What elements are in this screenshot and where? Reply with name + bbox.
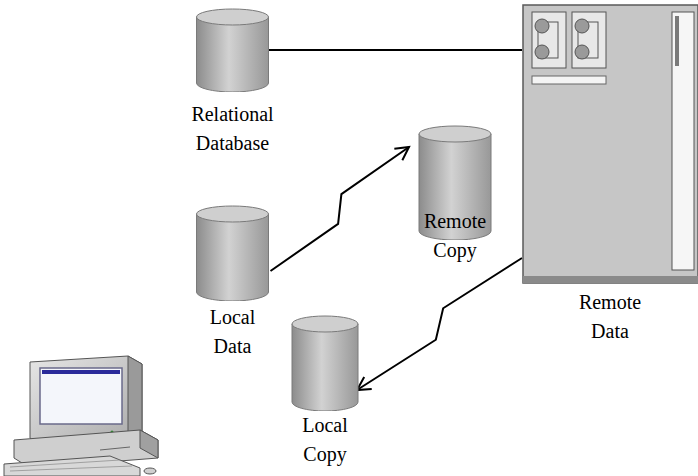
connector-path: [271, 147, 410, 271]
database-cylinder: Remote Copy: [405, 125, 505, 265]
cylinder-body: [197, 214, 269, 301]
cylinder-top: [419, 126, 491, 142]
drive-reel: [535, 19, 549, 33]
connector-path: [357, 258, 522, 390]
node-label: Relational Database: [185, 100, 280, 158]
database-cylinder: Local Data: [185, 205, 280, 361]
node-label: Local Copy: [290, 411, 360, 469]
drive-reel: [575, 45, 589, 59]
arrow-head: [394, 147, 409, 160]
network-link: [357, 258, 522, 390]
connector-path: [269, 49, 522, 51]
node-label: Local Data: [193, 303, 273, 361]
cylinder-top: [197, 9, 269, 25]
drive-reel: [575, 19, 589, 33]
cylinder-outline: [185, 8, 280, 92]
cylinder-body: [292, 324, 358, 411]
server-base: [523, 276, 698, 283]
network-link: [271, 147, 410, 271]
arrow-head: [357, 377, 372, 390]
drive-module: [532, 12, 566, 68]
cylinder-body: [197, 17, 269, 92]
server-cabinet: Remote Data: [522, 4, 698, 346]
cylinder-outline: [185, 205, 280, 301]
node-label: Remote Copy: [410, 207, 500, 265]
panel-bar: [532, 76, 606, 84]
database-cylinder: Local Copy: [285, 315, 365, 469]
slot-handle: [675, 16, 679, 66]
connector-line: [269, 50, 522, 51]
cabinet-slot: [672, 12, 694, 270]
cylinder-top: [292, 316, 358, 332]
drive-module: [572, 12, 606, 68]
database-cylinder: Relational Database: [185, 8, 280, 158]
server-body: [523, 5, 698, 283]
drive-reel: [535, 45, 549, 59]
node-label: Remote Data: [560, 288, 660, 346]
cylinder-outline: [285, 315, 365, 411]
server-outline: [522, 4, 698, 284]
cylinder-top: [197, 206, 269, 222]
